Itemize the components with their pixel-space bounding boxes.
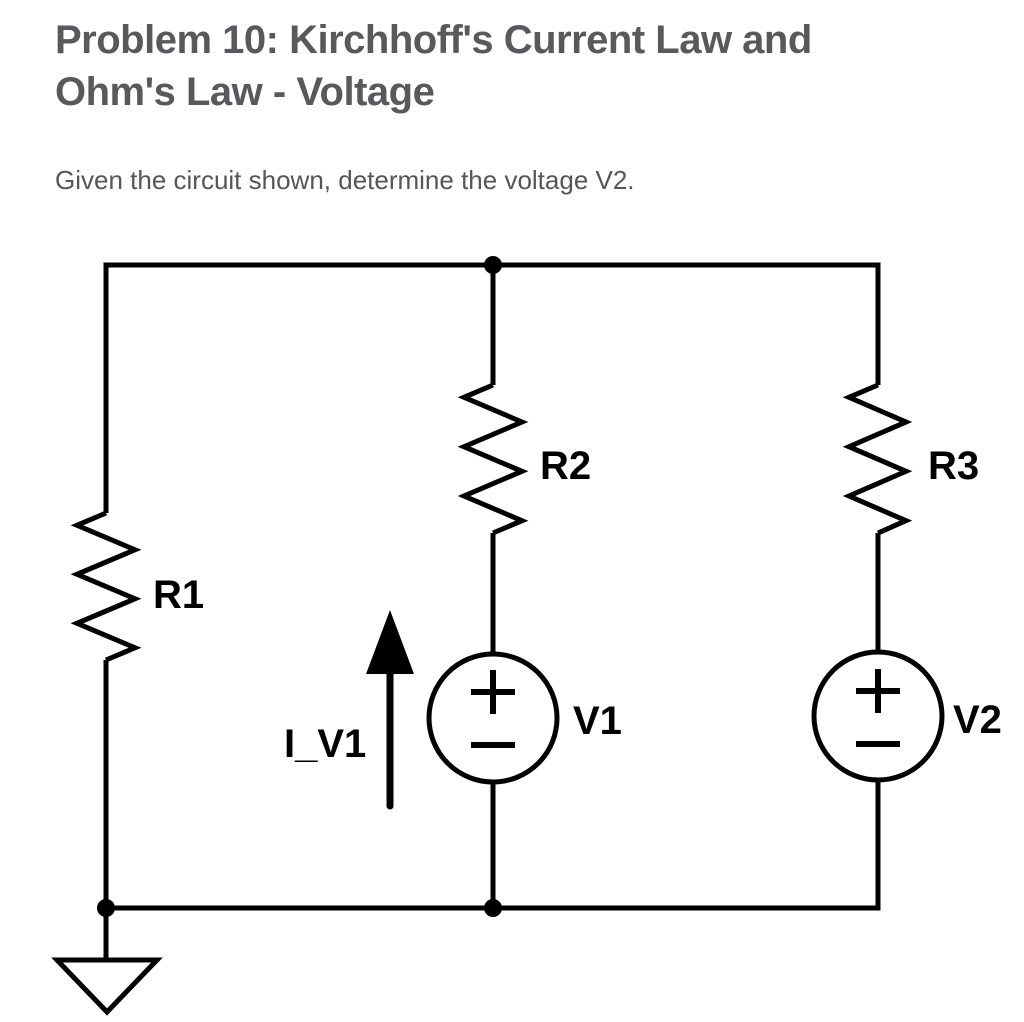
- resistor-r3-zigzag: [842, 382, 913, 536]
- resistor-r2-zigzag: [457, 382, 529, 536]
- ground-icon: [51, 908, 163, 1016]
- problem-title-line2: Ohm's Law - Voltage: [55, 70, 435, 114]
- label-i-v1: I_V1: [284, 722, 366, 766]
- circuit-wires: [103, 262, 881, 911]
- label-v1: V1: [573, 699, 622, 743]
- current-arrow: [366, 610, 414, 810]
- problem-title-line1: Problem 10: Kirchhoff's Current Law and: [55, 18, 812, 62]
- plus-icon: [471, 670, 515, 714]
- junction-dot-bottom-middle: [484, 899, 502, 917]
- voltage-source-v2: [811, 649, 945, 783]
- voltage-source-v1: [426, 651, 560, 785]
- source-v1-circle: [426, 651, 560, 785]
- plus-icon: [856, 669, 900, 713]
- problem-title: Problem 10: Kirchhoff's Current Law and …: [55, 14, 812, 118]
- junction-dot-top: [484, 256, 502, 274]
- source-v2-circle: [811, 649, 945, 783]
- resistor-r1-zigzag: [70, 510, 142, 663]
- label-r3: R3: [928, 444, 979, 488]
- problem-description: Given the circuit shown, determine the v…: [55, 165, 635, 195]
- label-r1: R1: [153, 573, 204, 617]
- current-arrow-head: [366, 610, 414, 674]
- ground-triangle: [51, 957, 163, 1016]
- label-v2: V2: [953, 698, 1002, 742]
- resistors: [70, 382, 913, 663]
- component-labels: R1 R2 R3 V1 V2 I_V1: [153, 444, 1002, 766]
- label-r2: R2: [540, 444, 591, 488]
